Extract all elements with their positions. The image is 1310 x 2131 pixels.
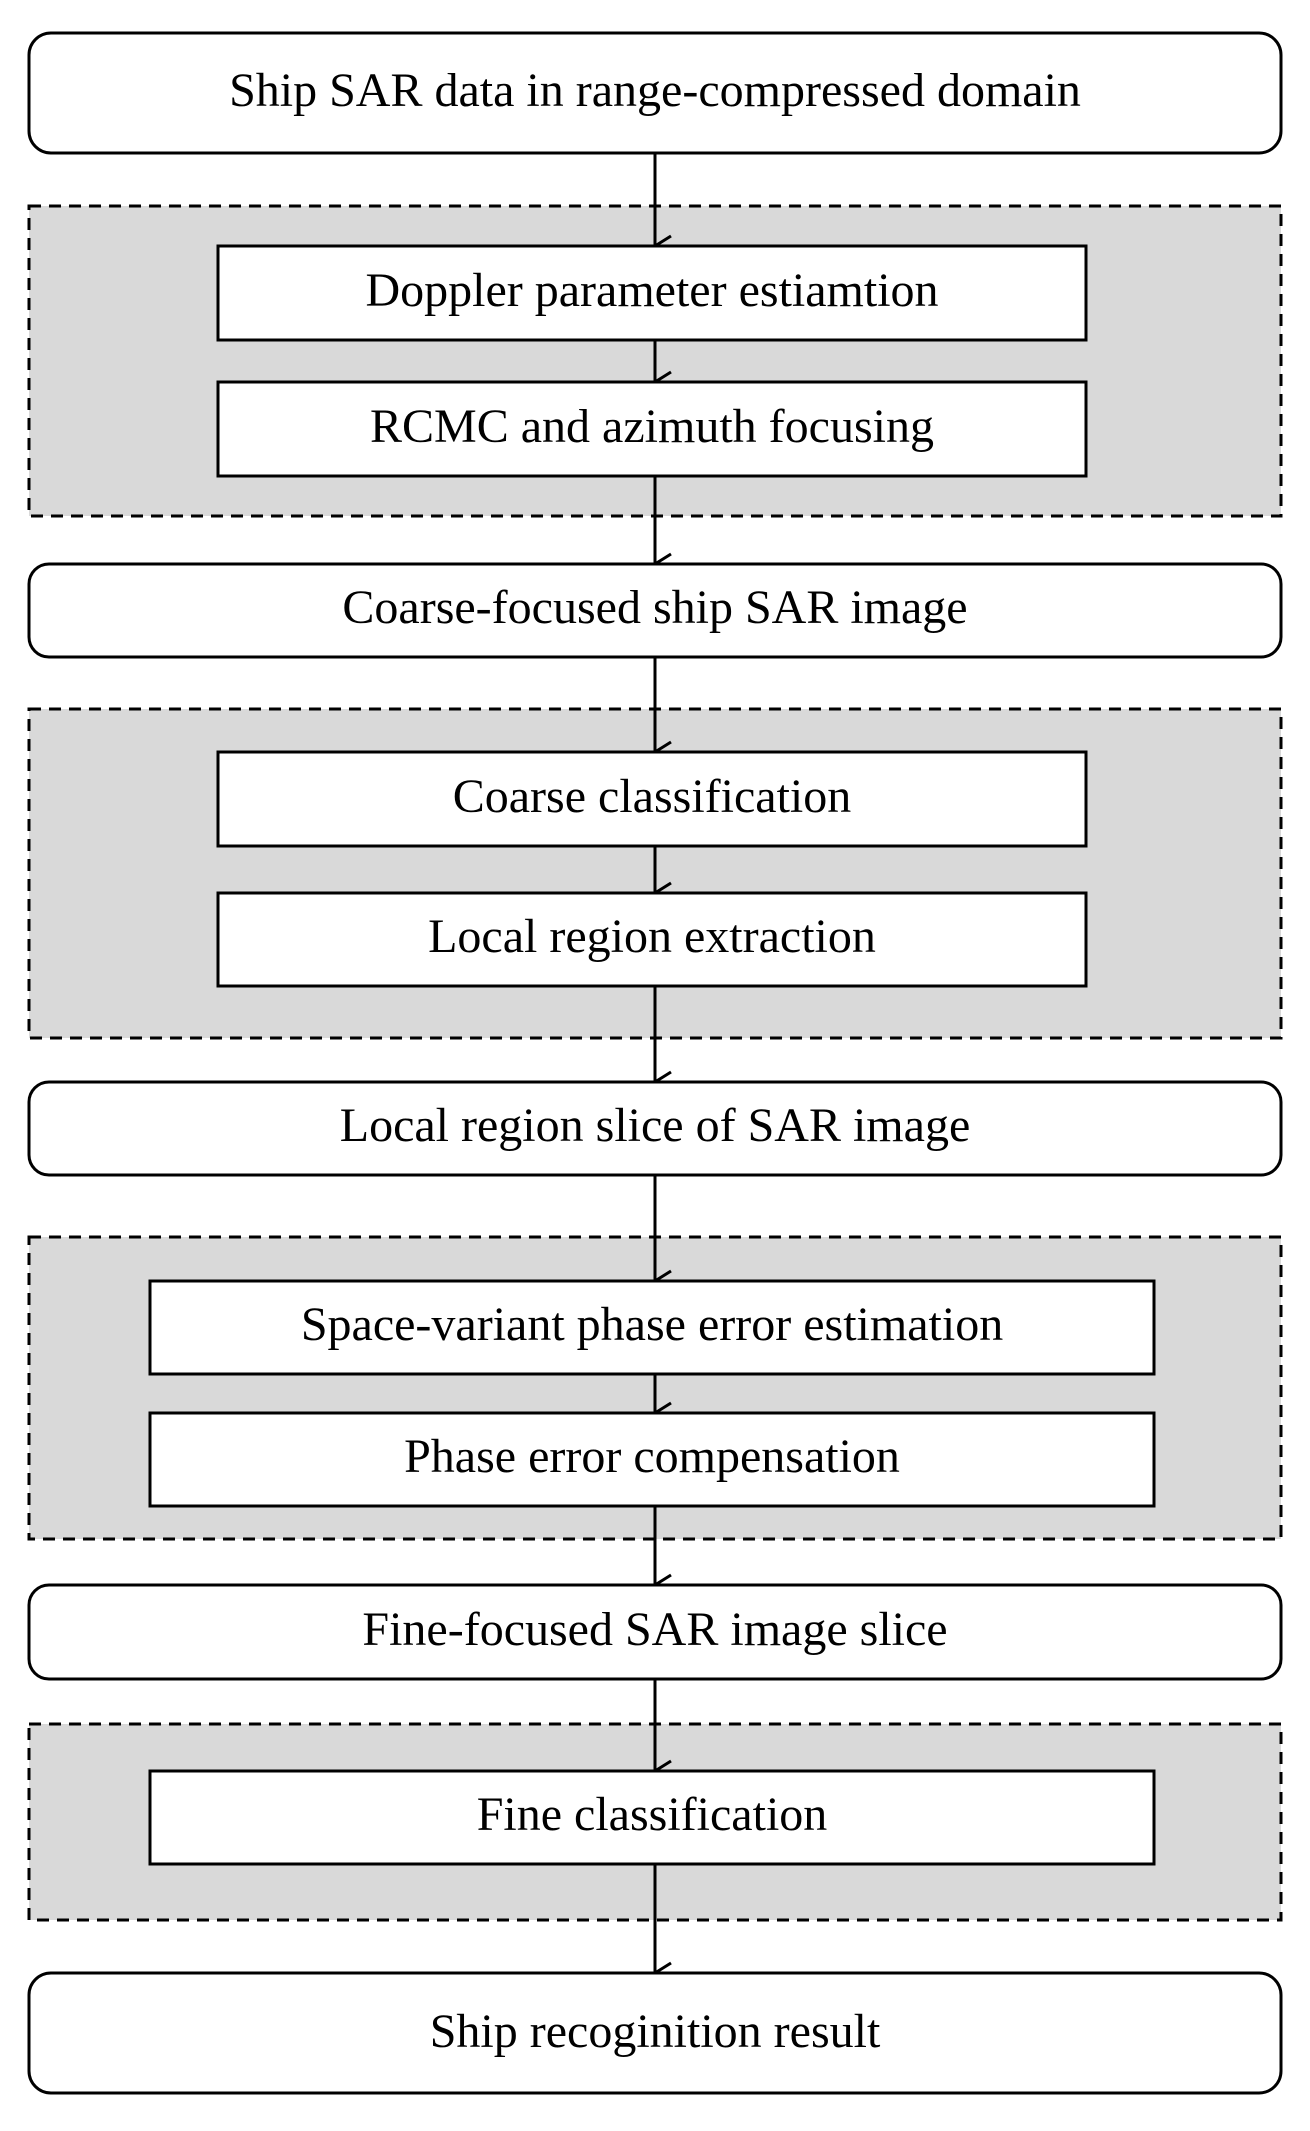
node-local-slice-label: Local region slice of SAR image <box>340 1099 971 1152</box>
node-local-extract-box <box>216 891 1088 988</box>
node-fine-class-box <box>148 1769 1156 1866</box>
node-coarse-class-box <box>216 750 1088 848</box>
node-coarse-class-label: Coarse classification <box>453 770 852 823</box>
node-local-slice-box <box>27 1080 1283 1177</box>
node-fine-slice-label: Fine-focused SAR image slice <box>362 1603 947 1656</box>
node-doppler-label: Doppler parameter estiamtion <box>365 264 938 317</box>
node-doppler-box <box>216 244 1088 342</box>
node-coarse-image-box <box>27 562 1283 659</box>
node-result-label: Ship recoginition result <box>430 2005 881 2058</box>
node-input-box <box>27 31 1283 155</box>
node-local-extract-label: Local region extraction <box>428 910 876 963</box>
node-input-label: Ship SAR data in range-compressed domain <box>229 64 1081 117</box>
node-rcmc-label: RCMC and azimuth focusing <box>370 400 934 453</box>
node-phase-comp-box <box>148 1411 1156 1508</box>
node-coarse-image-label: Coarse-focused ship SAR image <box>342 581 967 634</box>
node-phase-est-box <box>148 1279 1156 1376</box>
node-rcmc-box <box>216 380 1088 478</box>
node-fine-slice-box <box>27 1583 1283 1681</box>
node-fine-class-label: Fine classification <box>477 1788 828 1841</box>
node-phase-est-label: Space-variant phase error estimation <box>301 1298 1003 1351</box>
node-phase-comp-label: Phase error compensation <box>404 1430 900 1483</box>
node-result-box <box>27 1971 1283 2095</box>
